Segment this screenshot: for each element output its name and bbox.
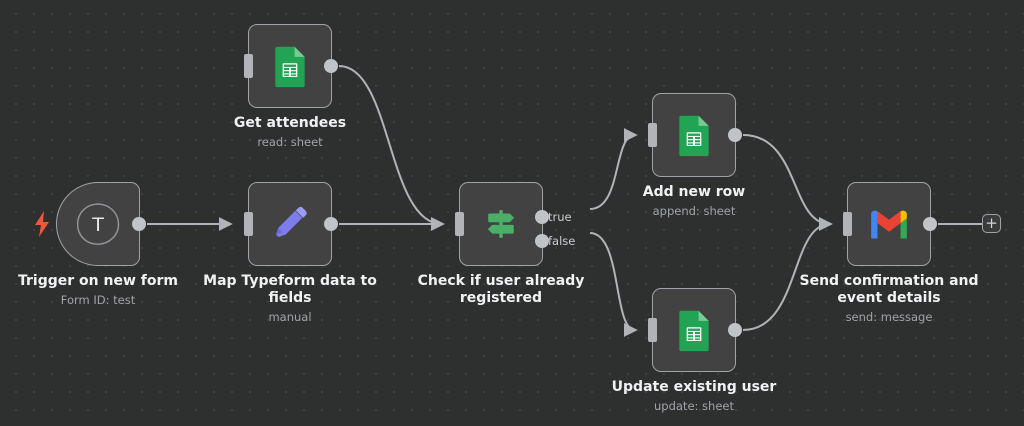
node-get-attendees[interactable]: Get attendees read: sheet [234,24,346,149]
output-port[interactable] [728,323,742,337]
svg-text:T: T [91,214,104,236]
input-port[interactable] [648,123,657,147]
node-subtitle: update: sheet [654,399,734,414]
input-port[interactable] [455,212,464,236]
input-port[interactable] [244,212,253,236]
node-title: Map Typeform data to fields [203,273,377,307]
output-port[interactable] [728,128,742,142]
input-port[interactable] [244,54,253,78]
node-title: Update existing user [611,379,777,395]
output-port-false[interactable]: false [535,234,575,248]
node-title: Add new row [642,184,746,200]
node-title: Check if user already registered [417,273,585,307]
node-subtitle: send: message [845,310,933,325]
node-title: Get attendees [233,115,347,131]
node-update-existing-user[interactable]: Update existing user update: sheet [612,288,776,413]
lightning-bolt-icon [34,211,50,237]
output-port-true[interactable]: true [535,210,572,224]
input-port[interactable] [648,318,657,342]
add-node-button[interactable]: + [982,214,1001,233]
signpost-switch-icon [480,203,522,245]
node-caption: Map Typeform data to fields manual [190,273,390,324]
node-trigger-on-new-form[interactable]: T Trigger on new form Form ID: test [18,182,178,307]
node-title: Send confirmation and event details [799,273,979,307]
node-caption: Send confirmation and event details send… [789,273,989,324]
input-port[interactable] [843,212,852,236]
node-send-confirmation-and-event-details[interactable]: Send confirmation and event details send… [799,182,979,324]
output-port[interactable] [324,217,338,231]
node-caption: Trigger on new form Form ID: test [0,273,198,307]
node-subtitle: Form ID: test [60,293,136,308]
node-title: Trigger on new form [18,273,178,289]
node-check-if-user-already-registered[interactable]: true false Check if user already registe… [418,182,584,306]
node-add-new-row[interactable]: Add new row append: sheet [643,93,745,218]
node-caption: Add new row append: sheet [594,184,794,218]
node-subtitle: read: sheet [257,135,323,150]
branch-label-false: false [548,234,576,248]
gmail-icon [868,203,910,245]
output-port[interactable] [324,59,338,73]
typeform-t-icon: T [74,200,122,248]
google-sheets-icon [672,308,716,352]
google-sheets-icon [268,44,312,88]
google-sheets-icon [672,113,716,157]
plus-icon: + [985,213,998,232]
output-port[interactable] [132,217,146,231]
output-port[interactable] [923,217,937,231]
node-caption: Get attendees read: sheet [190,115,390,149]
node-subtitle: append: sheet [652,204,736,219]
node-subtitle: manual [268,310,312,325]
node-caption: Check if user already registered [401,273,601,310]
branch-label-true: true [548,210,572,224]
pencil-edit-icon [269,203,311,245]
node-caption: Update existing user update: sheet [594,379,794,413]
node-map-typeform-data-to-fields[interactable]: Map Typeform data to fields manual [203,182,377,324]
